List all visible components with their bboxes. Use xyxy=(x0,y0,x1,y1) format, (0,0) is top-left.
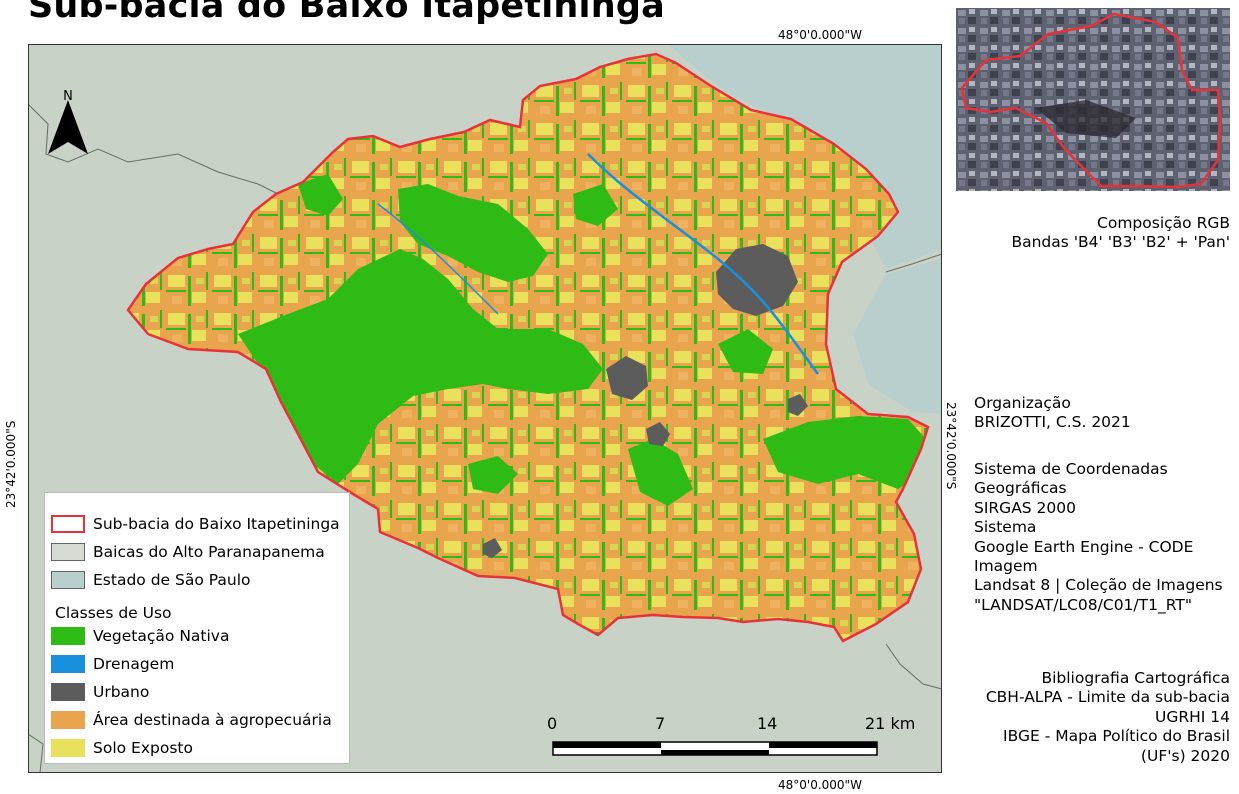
coord-label-top: 48°0'0.000"W xyxy=(778,28,862,42)
system-line: Google Earth Engine - CODE xyxy=(974,537,1194,556)
inset-satellite-image xyxy=(956,8,1230,191)
region-boundary-southwest xyxy=(28,733,44,773)
legend-item-estado-sp: Estado de São Paulo xyxy=(51,569,251,591)
scale-label-21: 21 km xyxy=(865,714,916,733)
inset-caption-line: Bandas 'B4' 'B3' 'B2' + 'Pan' xyxy=(1011,233,1230,252)
system-line: Geográficas xyxy=(974,479,1067,498)
organization-line: BRIZOTTI, C.S. 2021 xyxy=(974,413,1131,432)
legend-swatch-drenagem xyxy=(51,655,85,673)
system-line: Sistema de Coordenadas xyxy=(974,460,1168,478)
scale-bar-graphic xyxy=(552,741,878,756)
map-title: Sub-bacia do Baixo Itapetininga xyxy=(28,0,665,26)
map-legend: Sub-bacia do Baixo Itapetininga Baicas d… xyxy=(44,492,350,764)
legend-swatch-estado-sp xyxy=(51,571,85,589)
legend-item-drenagem: Drenagem xyxy=(51,653,174,675)
legend-swatch-sub-bacia xyxy=(51,515,85,533)
estado-sao-paulo-area-east xyxy=(853,259,942,414)
organization-block: Organização BRIZOTTI, C.S. 2021 xyxy=(974,394,1131,433)
legend-label-vegetacao: Vegetação Nativa xyxy=(93,627,230,645)
coord-label-left: 23°42'0.000"S xyxy=(4,420,18,508)
legend-item-urbano: Urbano xyxy=(51,681,149,703)
coord-label-right: 23°42'0.000"S xyxy=(944,402,958,490)
legend-label-agropecuaria: Área destinada à agropecuária xyxy=(93,711,332,729)
coordinate-system-block: Sistema de Coordenadas Geográficas SIRGA… xyxy=(974,460,1223,615)
legend-item-alto-paranapanema: Baicas do Alto Paranapanema xyxy=(51,541,325,563)
bibliography-line: Bibliografia Cartográfica xyxy=(1041,669,1230,687)
legend-label-urbano: Urbano xyxy=(93,683,150,701)
legend-label-sub-bacia: Sub-bacia do Baixo Itapetininga xyxy=(93,515,340,533)
system-line: SIRGAS 2000 xyxy=(974,498,1077,517)
organization-line: Organização xyxy=(974,394,1071,412)
region-boundary-southeast xyxy=(885,643,942,690)
bibliography-line: (UF's) 2020 xyxy=(1140,746,1230,765)
north-arrow-icon xyxy=(48,100,88,154)
scale-label-0: 0 xyxy=(547,714,558,733)
scale-label-14: 14 xyxy=(757,714,778,733)
system-line: Sistema xyxy=(974,518,1037,537)
legend-swatch-urbano xyxy=(51,683,85,701)
scale-label-7: 7 xyxy=(655,714,666,733)
legend-item-vegetacao: Vegetação Nativa xyxy=(51,625,229,647)
legend-classes-heading: Classes de Uso xyxy=(55,604,172,622)
legend-item-solo-exposto: Solo Exposto xyxy=(51,737,193,759)
legend-item-agropecuaria: Área destinada à agropecuária xyxy=(51,709,332,731)
bibliography-line: CBH-ALPA - Limite da sub-bacia xyxy=(985,688,1230,707)
legend-swatch-agropecuaria xyxy=(51,711,85,729)
map-border xyxy=(28,44,942,773)
region-boundary-west xyxy=(28,103,279,195)
bibliography-block: Bibliografia Cartográfica CBH-ALPA - Lim… xyxy=(986,669,1230,766)
inset-caption-line: Composição RGB xyxy=(1097,214,1230,232)
estado-sao-paulo-area-north xyxy=(668,44,942,269)
north-arrow: N xyxy=(48,89,88,154)
legend-swatch-alto-paranapanema xyxy=(51,543,85,561)
legend-label-estado-sp: Estado de São Paulo xyxy=(93,571,251,589)
coord-label-bottom: 48°0'0.000"W xyxy=(778,778,862,792)
bibliography-line: UGRHI 14 xyxy=(1154,707,1230,726)
inset-caption: Composição RGB Bandas 'B4' 'B3' 'B2' + '… xyxy=(1011,214,1230,253)
system-line: "LANDSAT/LC08/C01/T1_RT" xyxy=(974,595,1192,614)
legend-swatch-solo-exposto xyxy=(51,739,85,757)
bibliography-line: IBGE - Mapa Político do Brasil xyxy=(1003,727,1230,746)
scale-bar: 0 7 14 21 km xyxy=(547,714,915,758)
inset-basin-outline xyxy=(960,12,1222,189)
legend-label-alto-paranapanema: Baicas do Alto Paranapanema xyxy=(93,543,325,561)
north-arrow-label: N xyxy=(63,89,73,104)
legend-swatch-vegetacao xyxy=(51,627,85,645)
system-line: Landsat 8 | Coleção de Imagens xyxy=(974,576,1223,595)
region-boundary-east xyxy=(885,253,942,273)
legend-label-drenagem: Drenagem xyxy=(93,655,175,673)
system-line: Imagem xyxy=(974,557,1038,576)
legend-label-solo-exposto: Solo Exposto xyxy=(93,739,193,757)
legend-item-sub-bacia: Sub-bacia do Baixo Itapetininga xyxy=(51,513,340,535)
